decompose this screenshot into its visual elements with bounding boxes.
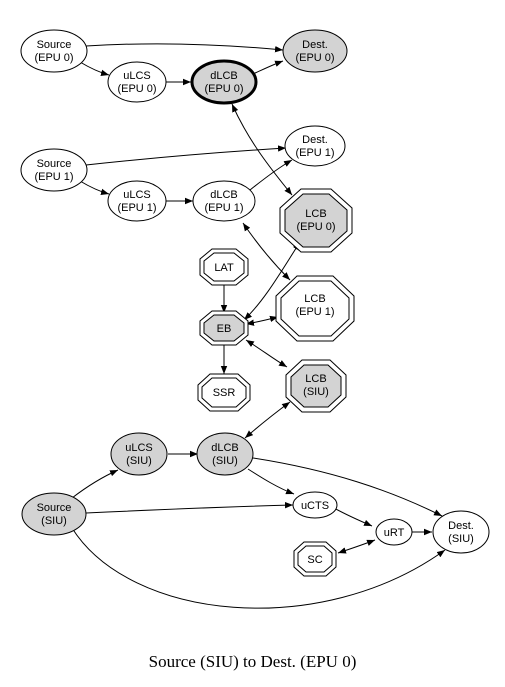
node-dest-epu1: Dest. (EPU 1) xyxy=(284,125,346,167)
node-ulcs-siu-line1: uLCS xyxy=(125,442,153,454)
node-dlcb-epu1-line2: (EPU 1) xyxy=(204,202,243,214)
edge-sc-to-urt xyxy=(337,539,376,554)
node-ulcs-epu1-line2: (EPU 1) xyxy=(117,202,156,214)
edge-source-siu-to-dest-siu xyxy=(71,527,446,609)
node-lcb-siu-line1: LCB xyxy=(305,373,326,385)
edge-dlcb-epu0-to-dest-epu0 xyxy=(252,60,284,75)
node-ssr-line1: SSR xyxy=(213,387,236,399)
node-lat: LAT xyxy=(199,248,249,286)
edge-source-epu0-to-ulcs-epu0 xyxy=(79,61,110,76)
diagram-caption: Source (SIU) to Dest. (EPU 0) xyxy=(148,652,357,671)
node-dest-siu-line1: Dest. xyxy=(448,520,474,532)
node-dest-siu-line2: (SIU) xyxy=(448,533,474,545)
node-lcb-epu0-line1: LCB xyxy=(305,208,326,220)
node-ulcs-siu-line2: (SIU) xyxy=(126,455,152,467)
edge-dlcb-siu-to-dest-siu xyxy=(252,457,443,517)
node-ulcs-epu1-line1: uLCS xyxy=(123,189,151,201)
node-dlcb-epu0-line1: dLCB xyxy=(210,70,238,82)
node-ulcs-siu: uLCS (SIU) xyxy=(110,432,168,476)
edge-eb-to-lcb-siu xyxy=(245,339,288,368)
node-source-epu1-line2: (EPU 1) xyxy=(34,171,73,183)
node-sc: SC xyxy=(293,541,337,577)
edge-eb-to-lcb-epu0 xyxy=(243,241,301,321)
node-dest-epu0: Dest. (EPU 0) xyxy=(282,29,348,73)
node-dlcb-epu0: dLCB (EPU 0) xyxy=(190,59,258,105)
edge-dlcb-epu1-to-dest-epu1 xyxy=(249,159,293,191)
node-dlcb-epu1: dLCB (EPU 1) xyxy=(192,180,256,222)
edge-source-siu-to-ulcs-siu xyxy=(71,469,119,499)
node-dest-epu1-line2: (EPU 1) xyxy=(295,147,334,159)
node-dest-epu0-line2: (EPU 0) xyxy=(295,52,334,64)
node-dest-siu: Dest. (SIU) xyxy=(432,510,490,554)
node-dlcb-siu-line1: dLCB xyxy=(211,442,239,454)
edge-dlcb-siu-to-lcb-siu xyxy=(244,401,291,439)
node-source-siu-line2: (SIU) xyxy=(41,515,67,527)
node-lcb-epu0-line2: (EPU 0) xyxy=(296,221,335,233)
node-dlcb-siu: dLCB (SIU) xyxy=(196,432,254,476)
node-ucts-line1: uCTS xyxy=(301,500,329,512)
node-eb: EB xyxy=(199,310,249,346)
edge-source-epu1-to-ulcs-epu1 xyxy=(79,180,110,195)
node-lcb-epu1-line1: LCB xyxy=(304,293,325,305)
node-dlcb-siu-line2: (SIU) xyxy=(212,455,238,467)
node-lcb-epu1: LCB (EPU 1) xyxy=(275,275,355,342)
node-lat-line1: LAT xyxy=(214,262,234,274)
edge-dlcb-siu-to-ucts xyxy=(247,468,295,495)
node-ssr: SSR xyxy=(197,373,251,412)
node-source-siu: Source (SIU) xyxy=(21,492,87,536)
edge-ucts-to-urt xyxy=(333,507,373,527)
edge-source-epu0-to-dest-epu0 xyxy=(85,43,284,53)
node-dlcb-epu1-line1: dLCB xyxy=(210,189,238,201)
node-urt-line1: uRT xyxy=(384,527,405,539)
node-dest-epu0-line1: Dest. xyxy=(302,39,328,51)
node-dlcb-epu0-line2: (EPU 0) xyxy=(204,83,243,95)
node-source-siu-line1: Source xyxy=(37,502,72,514)
edge-source-siu-to-ucts xyxy=(85,502,294,514)
node-source-epu0-line2: (EPU 0) xyxy=(34,52,73,64)
edge-eb-to-lcb-epu1 xyxy=(245,315,279,326)
node-lcb-siu-line2: (SIU) xyxy=(303,386,329,398)
node-lcb-epu0: LCB (EPU 0) xyxy=(279,188,353,253)
node-eb-line1: EB xyxy=(217,323,232,335)
node-ulcs-epu1: uLCS (EPU 1) xyxy=(107,180,167,222)
node-ulcs-epu0-line2: (EPU 0) xyxy=(117,83,156,95)
node-ulcs-epu0: uLCS (EPU 0) xyxy=(107,61,167,103)
node-lcb-siu: LCB (SIU) xyxy=(285,359,347,413)
node-sc-line1: SC xyxy=(307,554,322,566)
node-urt: uRT xyxy=(375,518,413,546)
node-dest-epu1-line1: Dest. xyxy=(302,134,328,146)
node-source-epu1: Source (EPU 1) xyxy=(20,148,88,192)
node-lcb-epu1-line2: (EPU 1) xyxy=(295,306,334,318)
node-ucts: uCTS xyxy=(292,491,338,519)
node-source-epu1-line1: Source xyxy=(37,158,72,170)
edge-dlcb-epu0-to-lcb-epu0 xyxy=(231,103,293,196)
edge-source-epu1-to-dest-epu1 xyxy=(85,145,287,166)
node-source-epu0: Source (EPU 0) xyxy=(20,29,88,73)
node-source-epu0-line1: Source xyxy=(37,39,72,51)
node-ulcs-epu0-line1: uLCS xyxy=(123,70,151,82)
